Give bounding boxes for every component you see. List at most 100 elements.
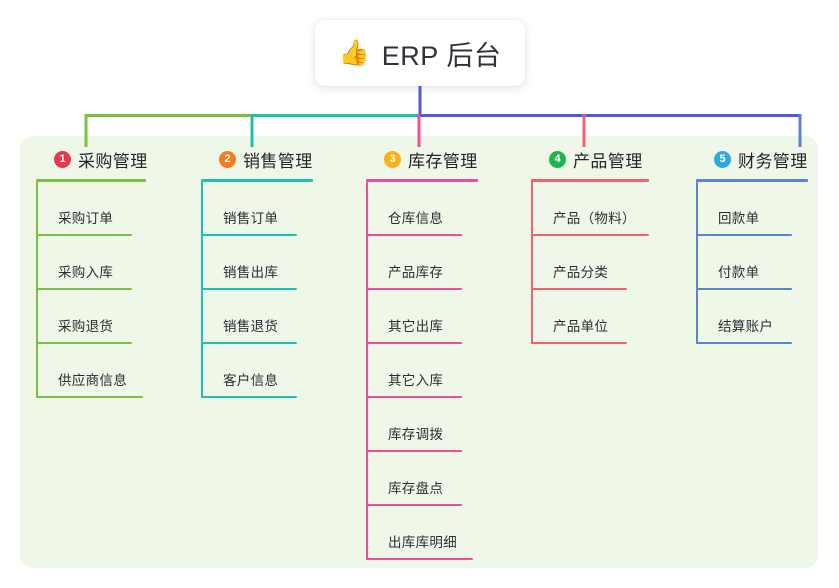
branch-item-label: 产品单位 (553, 319, 609, 334)
branch-item[interactable]: 其它出库 (366, 290, 516, 344)
branch-item-rule (366, 450, 462, 452)
branch-item[interactable]: 库存调拨 (366, 398, 516, 452)
branch-column-4: 4 产品管理产品（物料） 产品分类产品单位 (531, 146, 681, 344)
branch-item-rule (201, 342, 297, 344)
branch-item-label: 销售出库 (223, 265, 279, 280)
branch-item-label: 采购入库 (58, 265, 114, 280)
branch-item-rule (36, 342, 132, 344)
branch-number-badge: 4 (549, 150, 566, 168)
branch-item-rule (696, 234, 792, 236)
branch-item[interactable]: 产品单位 (531, 290, 681, 344)
branch-number-badge: 5 (714, 150, 731, 168)
branch-item-label: 付款单 (718, 265, 760, 280)
branch-item-rule (531, 342, 627, 344)
branch-item-rule (531, 288, 627, 290)
branch-item[interactable]: 销售退货 (201, 290, 351, 344)
branch-item[interactable]: 销售出库 (201, 236, 351, 290)
branch-spine (36, 182, 38, 398)
branch-number-badge: 3 (384, 150, 401, 168)
branch-item-rule (366, 558, 473, 560)
branch-column-2: 2 销售管理销售订单销售出库销售退货客户信息 (201, 146, 351, 398)
branch-item[interactable]: 库存盘点 (366, 452, 516, 506)
branch-header-5[interactable]: 5 财务管理 (696, 146, 839, 172)
root-node-erp-backend[interactable]: 👍 ERP 后台 (315, 20, 525, 86)
branch-item-rule (201, 288, 297, 290)
branch-item-rule (366, 288, 462, 290)
branch-item[interactable]: 采购退货 (36, 290, 186, 344)
branch-item-label: 采购订单 (58, 211, 114, 226)
branch-spine (696, 182, 698, 344)
branch-item-rule (36, 288, 132, 290)
branch-item-label: 其它入库 (388, 373, 444, 388)
branch-header-rule (36, 179, 146, 182)
branch-item-rule (366, 342, 462, 344)
branch-item-list: 回款单付款单结算账户 (696, 182, 839, 344)
branch-item-rule (366, 504, 462, 506)
branch-item[interactable]: 供应商信息 (36, 344, 186, 398)
branch-item-rule (531, 234, 649, 236)
branch-item[interactable]: 结算账户 (696, 290, 839, 344)
branch-header-4[interactable]: 4 产品管理 (531, 146, 681, 172)
branch-title: 销售管理 (243, 151, 313, 171)
branch-header-rule (366, 179, 478, 182)
branch-item[interactable]: 采购订单 (36, 182, 186, 236)
branch-item-rule (201, 234, 297, 236)
branch-item-list: 销售订单销售出库销售退货客户信息 (201, 182, 351, 398)
branch-item[interactable]: 客户信息 (201, 344, 351, 398)
branch-header-3[interactable]: 3 库存管理 (366, 146, 516, 172)
branch-item[interactable]: 回款单 (696, 182, 839, 236)
branch-title: 库存管理 (408, 151, 478, 171)
branch-column-3: 3 库存管理仓库信息产品库存其它出库其它入库库存调拨库存盘点出库库明细 (366, 146, 516, 560)
thumbs-up-icon: 👍 (338, 38, 370, 67)
branch-number-badge: 2 (219, 150, 236, 168)
branch-item-rule (366, 234, 462, 236)
branch-number-badge: 1 (54, 150, 71, 168)
branch-item-label: 出库库明细 (388, 535, 457, 550)
branch-item-rule (36, 234, 132, 236)
branch-spine (366, 182, 368, 560)
branch-item[interactable]: 销售订单 (201, 182, 351, 236)
root-node-title: ERP 后台 (381, 40, 502, 71)
branch-spine (531, 182, 533, 344)
branch-item-rule (696, 288, 792, 290)
branch-item-label: 结算账户 (718, 319, 774, 334)
branch-item-rule (201, 396, 297, 398)
branch-column-1: 1 采购管理采购订单采购入库采购退货供应商信息 (36, 146, 186, 398)
branch-item-rule (696, 342, 792, 344)
branch-item[interactable]: 产品（物料） (531, 182, 681, 236)
branch-item[interactable]: 采购入库 (36, 236, 186, 290)
branch-item-list: 采购订单采购入库采购退货供应商信息 (36, 182, 186, 398)
branches-panel (20, 136, 818, 568)
branch-header-rule (531, 179, 649, 182)
branch-header-1[interactable]: 1 采购管理 (36, 146, 186, 172)
branch-item-label: 产品库存 (388, 265, 444, 280)
branch-column-5: 5 财务管理回款单付款单结算账户 (696, 146, 839, 344)
branch-item[interactable]: 其它入库 (366, 344, 516, 398)
branch-item-label: 客户信息 (223, 373, 279, 388)
branch-item-label: 其它出库 (388, 319, 444, 334)
branch-spine (201, 182, 203, 398)
branch-title: 采购管理 (78, 151, 148, 171)
branch-item[interactable]: 出库库明细 (366, 506, 516, 560)
branch-item-label: 销售订单 (223, 211, 279, 226)
branch-item-rule (36, 396, 143, 398)
branch-item-list: 仓库信息产品库存其它出库其它入库库存调拨库存盘点出库库明细 (366, 182, 516, 560)
branch-header-rule (201, 179, 313, 182)
branch-item-label: 采购退货 (58, 319, 114, 334)
branch-item[interactable]: 产品分类 (531, 236, 681, 290)
branch-item-label: 回款单 (718, 211, 760, 226)
branch-item-label: 仓库信息 (388, 211, 444, 226)
branch-item-label: 产品分类 (553, 265, 609, 280)
branch-item-label: 供应商信息 (58, 373, 127, 388)
branch-item-list: 产品（物料） 产品分类产品单位 (531, 182, 681, 344)
branch-title: 产品管理 (573, 151, 643, 171)
branch-item-label: 销售退货 (223, 319, 279, 334)
branch-item-label: 产品（物料） (553, 211, 636, 226)
branch-title: 财务管理 (738, 151, 808, 171)
branch-header-2[interactable]: 2 销售管理 (201, 146, 351, 172)
branch-item-rule (366, 396, 462, 398)
branch-item[interactable]: 产品库存 (366, 236, 516, 290)
branch-item[interactable]: 仓库信息 (366, 182, 516, 236)
branch-item[interactable]: 付款单 (696, 236, 839, 290)
